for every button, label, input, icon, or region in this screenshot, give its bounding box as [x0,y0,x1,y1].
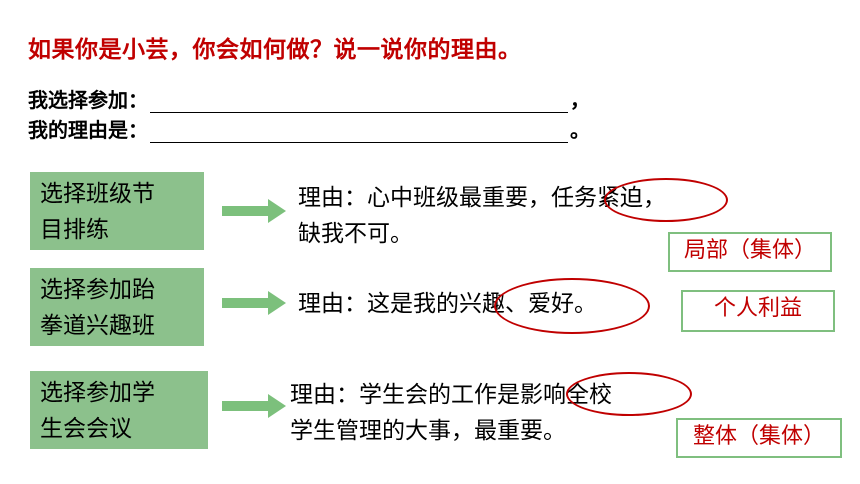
arrow-right-icon [222,291,286,315]
tag-personal-interest: 个人利益 [681,290,835,332]
reason-line: 缺我不可。 [298,221,413,247]
reason-line: 学生管理的大事，最重要。 [290,418,566,444]
option-box-line: 目排练 [40,217,109,243]
fill-in-choice-punct: ， [570,88,590,112]
fill-in-reason-punct: 。 [570,118,590,142]
highlight-ring [494,278,650,334]
fill-in-reason-label: 我的理由是： [28,118,148,142]
tag-whole-collective: 整体（集体） [676,418,842,458]
option-reason-student-council: 理由：学生会的工作是影响全校 学生管理的大事，最重要。 [290,377,612,449]
highlight-ring [566,372,692,416]
option-box-line: 选择参加学 [40,380,155,406]
arrow-right-icon [222,199,286,223]
option-box-class-performance: 选择班级节 目排练 [30,172,204,250]
fill-in-choice-label: 我选择参加： [28,88,148,112]
arrow-right-icon [222,394,286,418]
fill-in-reason-blank [150,120,568,143]
highlight-ring [604,178,728,222]
option-box-line: 拳道兴趣班 [40,313,155,339]
option-box-line: 选择班级节 [40,181,155,207]
option-box-student-council: 选择参加学 生会会议 [30,371,208,449]
question-heading: 如果你是小芸，你会如何做？说一说你的理由。 [28,37,522,63]
fill-in-choice: 我选择参加： ， [28,84,590,113]
fill-in-reason: 我的理由是： 。 [28,114,590,143]
fill-in-choice-blank [150,90,568,113]
option-box-taekwondo-class: 选择参加跆 拳道兴趣班 [30,268,204,346]
reason-line: 理由：学生会的工作是影响全校 [290,382,612,408]
option-box-line: 生会会议 [40,416,132,442]
option-box-line: 选择参加跆 [40,277,155,303]
tag-partial-collective: 局部（集体） [668,232,832,272]
